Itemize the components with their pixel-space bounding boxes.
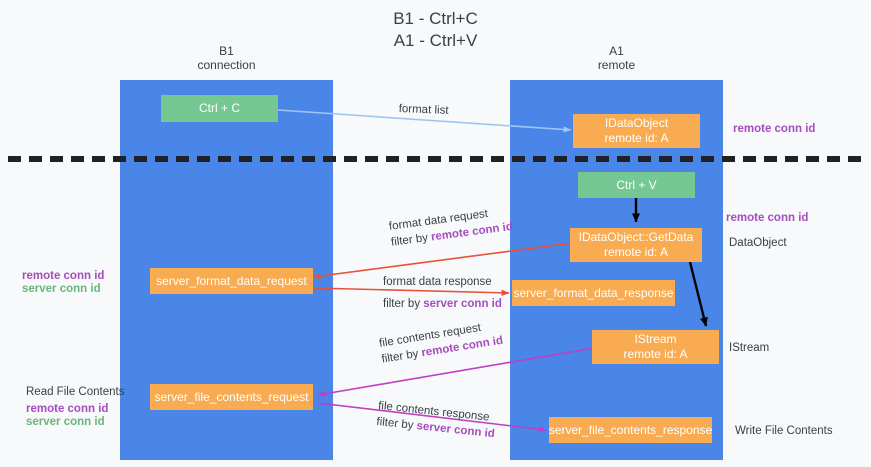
filter-prefix: filter by xyxy=(383,298,424,310)
annotation-left-server-conn-id-1: server conn id xyxy=(22,283,101,295)
node-server-file-contents-request-label: server_file_contents_request xyxy=(154,389,309,404)
annotation-left-remote-conn-id-2: remote conn id xyxy=(26,403,109,415)
node-getdata-line1: IDataObject::GetData xyxy=(578,230,694,244)
lane-header-a1-role: remote xyxy=(597,58,636,72)
connector-format-data-request xyxy=(312,242,573,280)
lane-header-a1-name: A1 xyxy=(609,44,624,58)
connector-format-list xyxy=(277,109,572,133)
node-server-file-contents-request[interactable]: server_file_contents_request xyxy=(150,384,313,410)
lane-header-b1-name: B1 xyxy=(219,44,234,58)
node-idataobject[interactable]: IDataObject remote id: A xyxy=(573,114,700,148)
node-idataobject-line2: remote id: A xyxy=(604,131,669,145)
node-ctrl-v[interactable]: Ctrl + V xyxy=(578,172,695,198)
title-line-1: B1 - Ctrl+C xyxy=(393,9,478,28)
annotation-right-dataobject: DataObject xyxy=(729,237,787,249)
node-ctrl-c[interactable]: Ctrl + C xyxy=(161,95,278,122)
connector-format-data-response xyxy=(312,287,510,297)
connector-file-contents-request xyxy=(317,347,595,397)
annotation-left-server-conn-id-2: server conn id xyxy=(26,416,105,428)
node-getdata-line2: remote id: A xyxy=(603,245,669,259)
node-server-format-data-request-label: server_format_data_request xyxy=(156,273,307,288)
node-server-format-data-request[interactable]: server_format_data_request xyxy=(150,268,313,294)
annotation-right-mid-remote-conn-id: remote conn id xyxy=(726,212,809,224)
filter-key: server conn id xyxy=(423,298,502,310)
edge-label-format-data-response-filter: filter by server conn id xyxy=(383,296,502,312)
edge-label-format-data-response-text: format data response xyxy=(383,276,492,288)
connector-file-contents-response xyxy=(317,402,547,433)
edge-label-format-data-response: format data response filter by server co… xyxy=(383,274,502,312)
annotation-right-top-remote-conn-id: remote conn id xyxy=(733,123,816,135)
node-istream-line1: IStream xyxy=(634,332,677,346)
title-line-2: A1 - Ctrl+V xyxy=(393,31,478,50)
lane-header-b1-role: connection xyxy=(197,58,256,72)
section-divider xyxy=(8,156,863,162)
annotation-left-read-file-contents: Read File Contents xyxy=(26,386,125,398)
node-ctrl-c-label: Ctrl + C xyxy=(198,101,240,115)
node-server-format-data-response[interactable]: server_format_data_response xyxy=(512,280,675,306)
node-idataobject-line1: IDataObject xyxy=(604,116,669,130)
annotation-right-write-file-contents: Write File Contents xyxy=(735,425,833,437)
annotation-left-remote-conn-id-1: remote conn id xyxy=(22,270,105,282)
filter-prefix: filter by xyxy=(390,231,432,249)
node-istream[interactable]: IStream remote id: A xyxy=(592,330,719,364)
node-getdata[interactable]: IDataObject::GetData remote id: A xyxy=(570,228,702,262)
node-istream-line2: remote id: A xyxy=(623,347,688,361)
filter-prefix: filter by xyxy=(375,415,418,433)
node-server-format-data-response-label: server_format_data_response xyxy=(513,285,674,300)
connector-getdata-istream xyxy=(688,261,708,327)
edge-label-format-list-text: format list xyxy=(398,102,449,117)
node-server-file-contents-response-label: server_file_contents_response xyxy=(548,422,713,437)
page-title: B1 - Ctrl+C A1 - Ctrl+V xyxy=(0,8,871,52)
node-server-file-contents-response[interactable]: server_file_contents_response xyxy=(549,417,712,443)
edge-label-format-list: format list xyxy=(398,101,448,119)
node-ctrl-v-label: Ctrl + V xyxy=(616,177,657,192)
annotation-right-istream: IStream xyxy=(729,342,770,354)
lane-header-a1: A1 remote xyxy=(510,44,723,72)
lane-header-b1: B1 connection xyxy=(120,44,333,72)
